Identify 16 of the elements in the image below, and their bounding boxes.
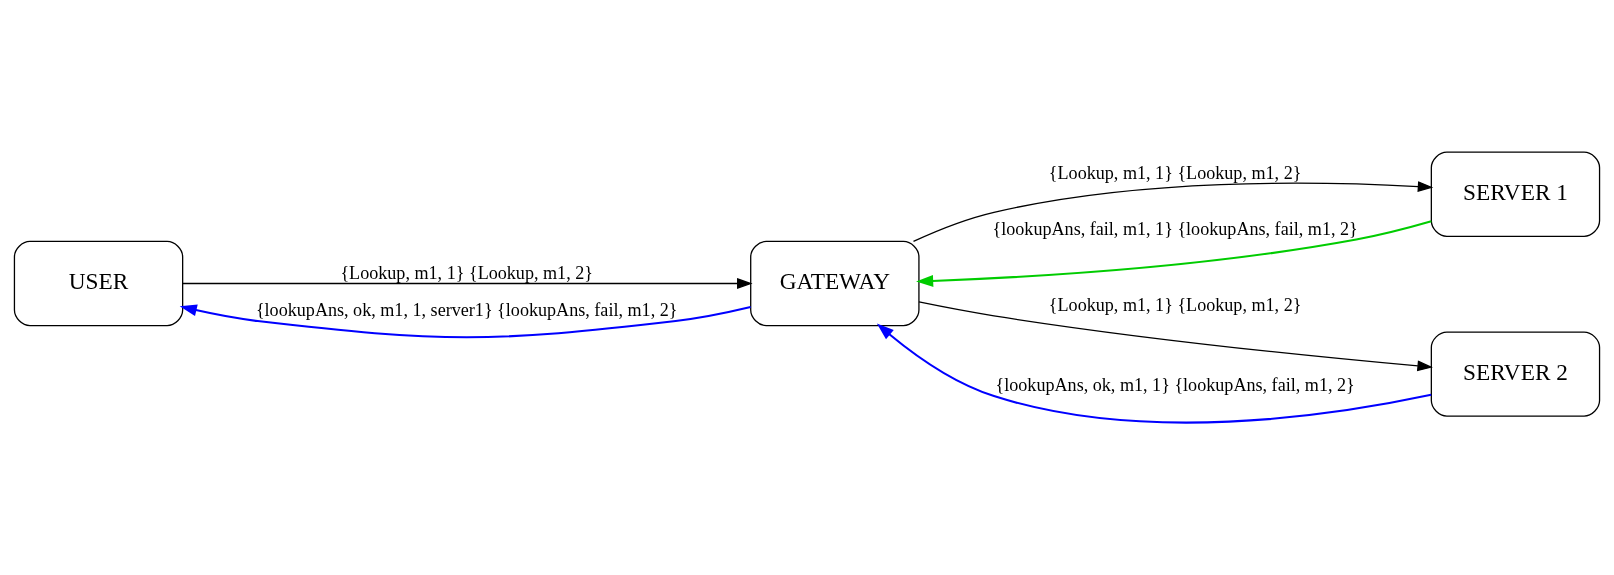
arrow (918, 301, 1433, 372)
node-box: SERVER 1 (1430, 151, 1601, 237)
edge-label: {Lookup, m1, 1} {Lookup, m1, 2} (1048, 294, 1302, 315)
arrow (916, 220, 1432, 287)
arrow (179, 304, 751, 339)
node-box: SERVER 2 (1430, 331, 1601, 417)
edge-label: {Lookup, m1, 1} {Lookup, m1, 2} (1048, 162, 1302, 183)
arrow (912, 181, 1434, 243)
arrow (182, 278, 753, 289)
edge-label: {lookupAns, ok, m1, 1} {lookupAns, fail, m1, 2} (995, 375, 1355, 396)
edge-label: {lookupAns, fail, m1, 1} {lookupAns, fail, m1, 2} (992, 218, 1358, 239)
edge-label: {lookupAns, ok, m1, 1, server1} {lookupAns, fail, m1, 2} (255, 300, 678, 321)
arrow (876, 323, 1432, 424)
node-box: USER (13, 240, 184, 327)
edge-label: {Lookup, m1, 1} {Lookup, m1, 2} (340, 262, 593, 283)
node-box: GATEWAY (750, 240, 920, 327)
